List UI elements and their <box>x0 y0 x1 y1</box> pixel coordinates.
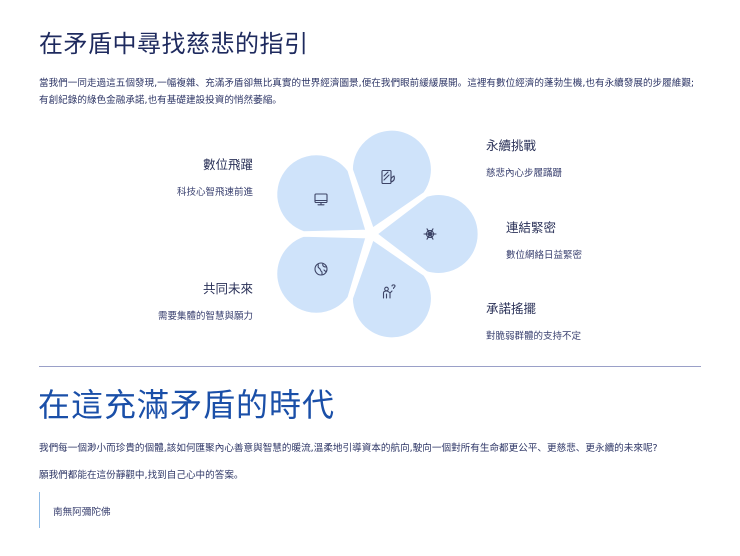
person-question-icon <box>382 284 396 299</box>
five-petal-diagram <box>0 115 482 353</box>
label-digital-title: 數位飛躍 <box>202 157 253 172</box>
reflection-paragraph: 我們每一個渺小而珍貴的個體,該如何匯聚內心善意與智慧的暖流,溫柔地引導資本的航向… <box>39 443 658 454</box>
label-future-subtitle: 需要集體的智慧與願力 <box>157 311 253 322</box>
network-web-icon <box>423 228 437 240</box>
label-digital: 數位飛躍 科技心智飛速前進 <box>177 154 253 198</box>
section-heading: 在這充滿矛盾的時代 <box>38 386 336 424</box>
globe-icon <box>314 262 328 276</box>
label-digital-subtitle: 科技心智飛速前進 <box>176 187 253 198</box>
label-sustain-subtitle: 慈悲內心步履蹣跚 <box>486 168 563 179</box>
wish-paragraph: 願我們都能在這份靜觀中,找到自己心中的答案。 <box>39 470 244 481</box>
label-future: 共同未來 需要集體的智慧與願力 <box>158 278 253 322</box>
label-future-title: 共同未來 <box>202 281 253 296</box>
intro-paragraph: 當我們一同走過這五個發現,一幅複雜、充滿矛盾卻無比真實的世界經濟圖景,便在我們眼… <box>39 75 709 109</box>
label-commit: 承諾搖擺 對脆弱群體的支持不定 <box>486 298 581 342</box>
intro-line-2: 有創紀錄的綠色金融承諾,也有基礎建設投資的悄然萎縮。 <box>39 95 282 106</box>
tablet-leaf-icon <box>381 169 395 185</box>
label-sustain: 永續挑戰 慈悲內心步履蹣跚 <box>486 135 562 179</box>
label-commit-title: 承諾搖擺 <box>486 301 537 316</box>
page-title: 在矛盾中尋找慈悲的指引 <box>39 30 309 58</box>
label-sustain-title: 永續挑戰 <box>486 138 537 153</box>
blockquote: 南無阿彌陀佛 <box>39 492 340 528</box>
label-connect-title: 連結緊密 <box>506 220 557 235</box>
label-commit-subtitle: 對脆弱群體的支持不定 <box>486 331 582 342</box>
section-divider <box>39 366 701 367</box>
label-connect-subtitle: 數位網絡日益緊密 <box>506 250 583 261</box>
label-connect: 連結緊密 數位網絡日益緊密 <box>506 217 582 261</box>
monitor-icon <box>314 193 328 206</box>
intro-line-1: 當我們一同走過這五個發現,一幅複雜、充滿矛盾卻無比真實的世界經濟圖景,便在我們眼… <box>39 78 695 89</box>
blockquote-text: 南無阿彌陀佛 <box>53 507 111 518</box>
